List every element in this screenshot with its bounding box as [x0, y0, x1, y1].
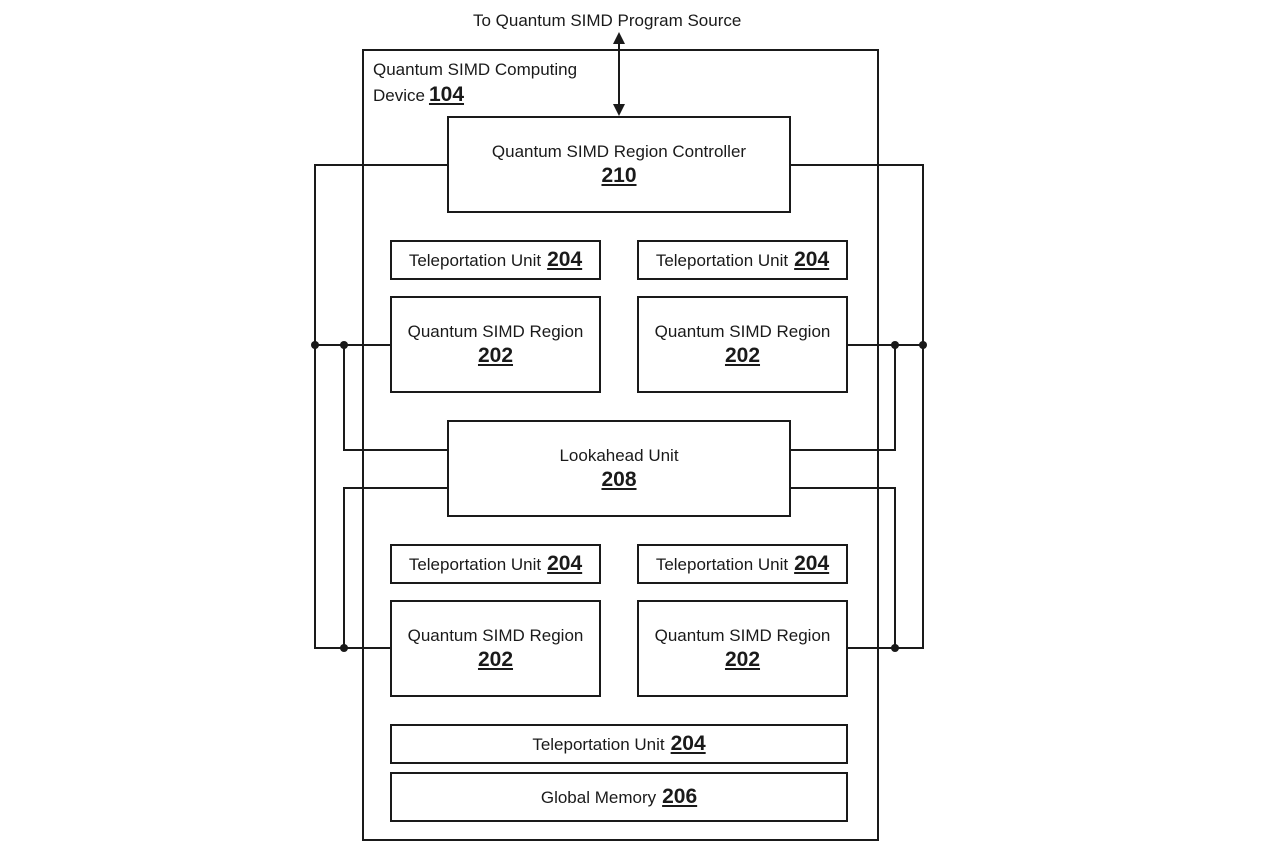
teleportation-unit: Teleportation Unit 204: [390, 240, 601, 280]
arrow-head-down: [613, 104, 625, 116]
teleportation-unit: Teleportation Unit 204: [390, 544, 601, 584]
teleportation-label: Teleportation Unit: [655, 251, 789, 270]
teleportation-unit: Teleportation Unit 204: [390, 724, 848, 764]
left-outer-bus: [314, 164, 447, 649]
right-outer-bus: [790, 164, 924, 649]
region-number: 202: [724, 343, 761, 367]
region-number: 202: [477, 647, 514, 671]
device-label-line2: Device: [373, 86, 425, 105]
lookahead-unit: Lookahead Unit 208: [447, 420, 791, 517]
teleportation-number: 204: [670, 732, 706, 755]
junction-dot: [340, 341, 348, 349]
program-source-label: To Quantum SIMD Program Source: [473, 11, 742, 30]
teleportation-unit: Teleportation Unit 204: [637, 240, 848, 280]
device-label: Quantum SIMD Computing Device 104: [373, 58, 577, 108]
region-controller: Quantum SIMD Region Controller 210: [447, 116, 791, 213]
device-boundary: [362, 49, 879, 841]
teleportation-label: Teleportation Unit: [532, 735, 665, 754]
teleportation-label: Teleportation Unit: [408, 251, 542, 270]
teleportation-unit: Teleportation Unit 204: [637, 544, 848, 584]
teleportation-number: 204: [547, 248, 583, 271]
teleportation-label: Teleportation Unit: [655, 555, 789, 574]
lookahead-number: 208: [601, 467, 637, 491]
global-memory-label: Global Memory: [540, 788, 657, 807]
device-number: 104: [428, 83, 465, 106]
global-memory-number: 206: [662, 785, 698, 808]
device-label-line1: Quantum SIMD Computing: [373, 60, 578, 79]
quantum-simd-region: Quantum SIMD Region 202: [637, 296, 848, 393]
region-label: Quantum SIMD Region: [407, 321, 584, 341]
teleportation-number: 204: [794, 552, 830, 575]
quantum-simd-region: Quantum SIMD Region 202: [637, 600, 848, 697]
region-number: 202: [724, 647, 761, 671]
quantum-simd-region: Quantum SIMD Region 202: [390, 296, 601, 393]
junction-dot: [311, 341, 319, 349]
lookahead-label: Lookahead Unit: [559, 445, 679, 465]
teleportation-label: Teleportation Unit: [408, 555, 542, 574]
junction-dot: [891, 341, 899, 349]
junction-dot: [891, 644, 899, 652]
controller-label: Quantum SIMD Region Controller: [491, 141, 747, 161]
region-number: 202: [477, 343, 514, 367]
controller-number: 210: [601, 163, 637, 187]
junction-dot: [919, 341, 927, 349]
region-label: Quantum SIMD Region: [407, 625, 584, 645]
arrow-head-up: [613, 32, 625, 44]
junction-dot: [340, 644, 348, 652]
teleportation-number: 204: [547, 552, 583, 575]
teleportation-number: 204: [794, 248, 830, 271]
global-memory: Global Memory 206: [390, 772, 848, 822]
region-label: Quantum SIMD Region: [654, 321, 831, 341]
quantum-simd-region: Quantum SIMD Region 202: [390, 600, 601, 697]
region-label: Quantum SIMD Region: [654, 625, 831, 645]
